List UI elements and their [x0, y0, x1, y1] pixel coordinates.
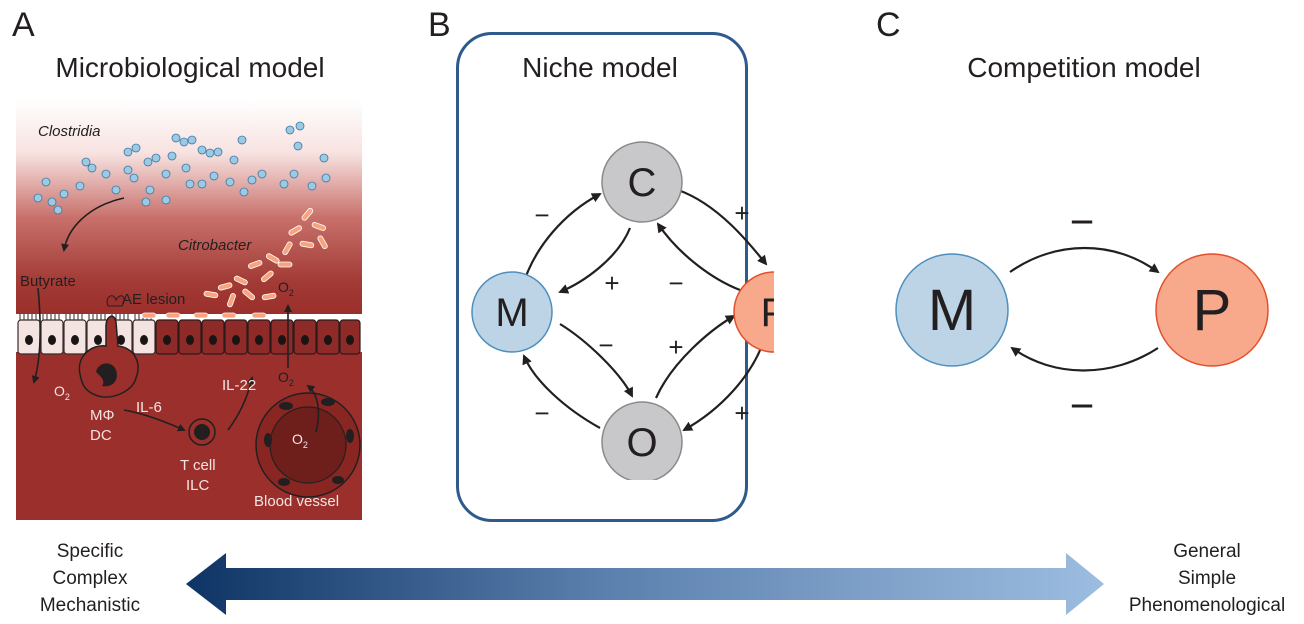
sign-o-to-p: + — [668, 332, 683, 362]
t-cell — [188, 418, 216, 446]
svg-text:P: P — [1193, 278, 1232, 343]
svg-text:M: M — [495, 291, 528, 335]
panel-c-title: Competition model — [967, 52, 1201, 83]
epithelium-healthy — [17, 319, 156, 355]
t-cell-label: T cell — [180, 457, 216, 474]
blood-vessel — [255, 392, 361, 498]
svg-text:M: M — [928, 278, 976, 343]
niche-model-diagram: C M P O − + + − − + − + — [471, 141, 774, 480]
sign-c-to-p: + — [734, 198, 749, 228]
o2-lumen-label: O2 — [278, 279, 294, 298]
panel-b-letter: B — [428, 6, 451, 44]
competition-arrows — [1009, 247, 1160, 372]
macrophage-cell — [78, 295, 139, 398]
ilc-label: ILC — [186, 477, 210, 494]
sign-c-to-m: + — [604, 268, 619, 298]
svg-text:C: C — [628, 161, 657, 205]
il22-label: IL-22 — [222, 377, 256, 394]
scale-right-label: Simple — [1177, 568, 1237, 589]
sign-o-to-m: − — [534, 398, 549, 428]
competition-sign-top: − — [1070, 198, 1095, 245]
competition-sign-bottom: − — [1070, 382, 1095, 429]
niche-model-frame — [456, 32, 748, 522]
o2-vessel-label: O2 — [292, 431, 308, 450]
sign-m-to-o: − — [598, 330, 613, 360]
node-m: M — [471, 271, 553, 353]
clostridia-bacteria — [33, 121, 331, 215]
scale-right-label: Phenomenological — [1128, 595, 1286, 616]
macrophage-label: MΦ — [90, 407, 114, 424]
scale-right-label: General — [1173, 541, 1241, 562]
svg-text:O: O — [626, 421, 657, 465]
node-p: P — [733, 271, 774, 353]
panel-c-letter: C — [876, 6, 901, 44]
scale-left-label: Specific — [56, 541, 124, 562]
il6-label: IL-6 — [136, 399, 162, 416]
scale-left-label: Mechanistic — [39, 595, 141, 616]
node-o: O — [601, 401, 683, 480]
microbiology-illustration: Clostridia Citrobacter Butyrate AE lesio… — [16, 100, 362, 520]
sign-m-to-c: − — [534, 200, 549, 230]
niche-interaction-arrows — [520, 188, 768, 431]
sign-p-to-o: + — [734, 398, 749, 428]
svg-text:P: P — [761, 291, 774, 335]
scale-right-labels: General Simple Phenomenological — [1114, 538, 1300, 619]
blood-vessel-label: Blood vessel — [254, 493, 339, 510]
panel-a-title: Microbiological model — [55, 52, 325, 83]
citrobacter-bacteria — [203, 207, 328, 308]
panel-b-title: Niche model — [522, 52, 678, 83]
o2-epithelium-label: O2 — [54, 383, 70, 402]
node-c: C — [601, 141, 683, 223]
competition-model-diagram: M P − − — [895, 198, 1269, 429]
panel-a-letter: A — [12, 6, 35, 44]
sign-p-to-c: − — [668, 268, 683, 298]
ae-lesion-label: AE lesion — [122, 291, 185, 308]
competition-node-p: P — [1155, 253, 1269, 367]
citrobacter-label: Citrobacter — [178, 237, 252, 254]
competition-node-m: M — [895, 253, 1009, 367]
dc-label: DC — [90, 427, 112, 444]
scale-left-label: Complex — [52, 568, 128, 589]
o2-mucosa-label: O2 — [278, 369, 294, 388]
butyrate-label: Butyrate — [20, 273, 76, 290]
specificity-scale-arrow — [186, 553, 1104, 615]
scale-left-labels: Specific Complex Mechanistic — [20, 538, 160, 619]
clostridia-label: Clostridia — [38, 123, 101, 140]
